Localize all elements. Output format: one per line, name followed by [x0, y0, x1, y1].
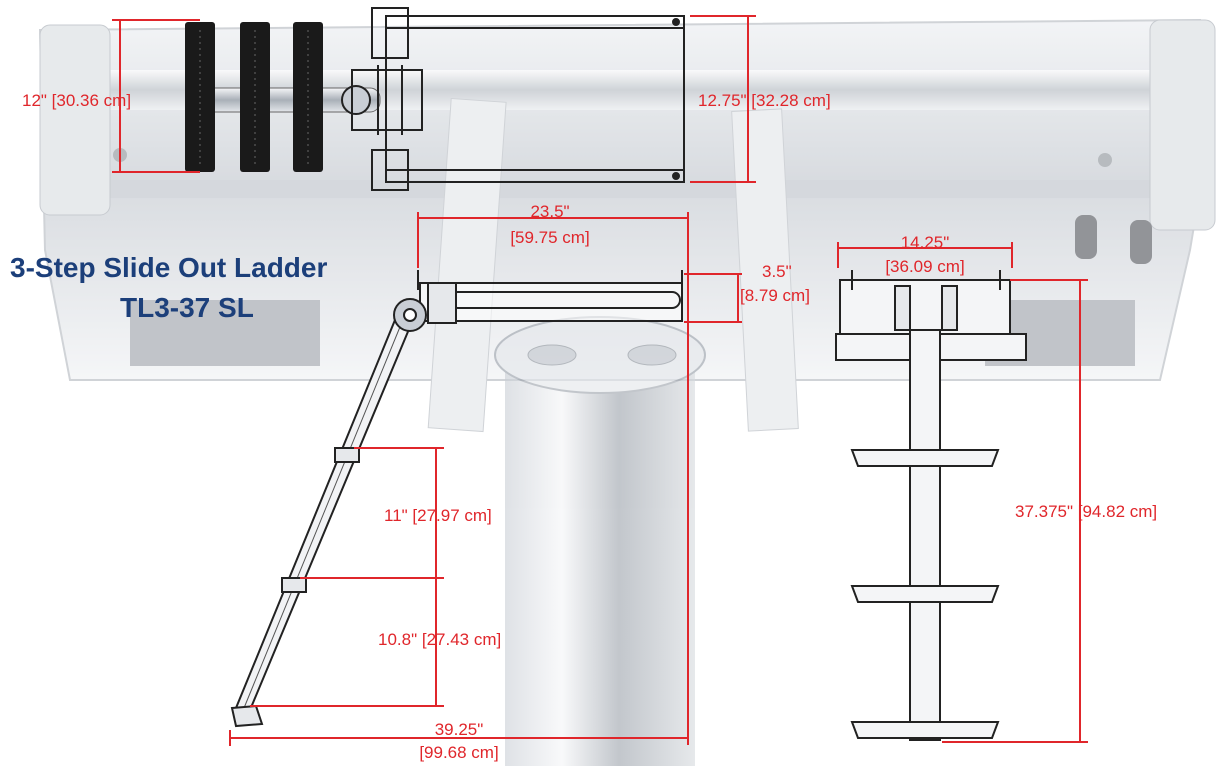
frame-end-left — [39, 24, 111, 216]
frame-slot-left — [130, 300, 320, 366]
dim-ladder-height: 37.375" [94.82 cm] — [1015, 502, 1158, 521]
frame-knob-left — [1075, 215, 1097, 259]
pedestal-bolt-left — [527, 344, 577, 366]
dim-mount-width: 14.25" — [900, 233, 950, 252]
dim-track-length-cm: [59.75 cm] — [510, 228, 590, 247]
dim-bracket-depth-cm: [8.79 cm] — [740, 286, 810, 305]
track-bracket — [427, 282, 457, 324]
pedestal-pole — [505, 340, 695, 766]
dim-mount-height: 12" [30.36 cm] — [22, 91, 132, 110]
dimension-lines — [112, 15, 1088, 746]
ladder-step-2 — [281, 577, 307, 593]
dim-mount-width-cm: [36.09 cm] — [885, 257, 965, 276]
front-pole — [909, 329, 941, 741]
dim-step-spacing-1: 11" [27.97 cm] — [384, 506, 492, 525]
dim-frame-height: 12.75" [32.28 cm] — [698, 91, 831, 110]
frame-brace-right — [731, 108, 799, 432]
front-mount-plate — [839, 279, 1011, 335]
dim-step-spacing-2: 10.8" [27.43 cm] — [378, 630, 502, 649]
top-frame-main — [385, 15, 685, 183]
dim-reach: 39.25" — [434, 720, 484, 739]
side-view-ladder — [230, 298, 427, 728]
title-line-1: 3-Step Slide Out Ladder — [10, 252, 328, 283]
frame-end-right — [1149, 19, 1216, 231]
top-frame-outline — [371, 7, 409, 59]
frame-knob-right — [1130, 220, 1152, 264]
pedestal — [494, 316, 706, 766]
dim-bracket-depth: 3.5" — [762, 262, 792, 281]
top-hinge — [341, 85, 371, 115]
ladder-foot — [230, 704, 264, 728]
front-step-3 — [850, 721, 1000, 739]
dim-track-length: 23.5" — [530, 202, 570, 221]
front-step-2 — [850, 585, 1000, 603]
front-step-1 — [850, 449, 1000, 467]
track-rail — [419, 282, 683, 322]
frame-hole-right — [1098, 153, 1112, 167]
top-view-frame — [371, 7, 685, 191]
dim-reach-cm: [99.68 cm] — [419, 743, 499, 762]
title-line-2: TL3-37 SL — [120, 292, 254, 323]
frame-rail-bottom — [80, 180, 1180, 198]
front-view-ladder — [835, 270, 1027, 741]
pedestal-bolt-right — [627, 344, 677, 366]
ladder-step-1 — [334, 447, 360, 463]
